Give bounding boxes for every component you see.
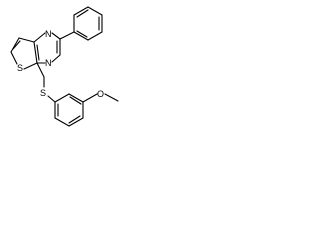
- bond: [54, 117, 70, 127]
- thioether-sulfur-label: S: [40, 88, 46, 98]
- bond: [87, 31, 103, 41]
- bond: [73, 31, 89, 41]
- bond: [18, 37, 35, 43]
- bond: [69, 96, 82, 105]
- bond: [68, 117, 84, 127]
- bond: [54, 93, 70, 103]
- pyrimidine-nitrogen-bottom-label: N: [45, 58, 52, 68]
- bond: [33, 32, 46, 43]
- methoxy-oxygen-label: O: [97, 89, 104, 99]
- bond: [10, 37, 20, 53]
- molecule-structure: S N N S O: [10, 6, 119, 127]
- bond: [12, 40, 21, 50]
- bond: [104, 93, 119, 102]
- bond: [76, 30, 88, 38]
- pyrimidine-nitrogen-top-label: N: [45, 29, 52, 39]
- bond: [23, 62, 38, 70]
- bond: [33, 41, 38, 64]
- bond: [10, 51, 18, 65]
- bond: [51, 54, 61, 63]
- bond: [82, 93, 98, 103]
- bond: [51, 32, 61, 40]
- bond: [36, 62, 45, 78]
- bond: [68, 93, 84, 103]
- bond: [73, 6, 89, 16]
- molecule-canvas: S N N S O: [0, 0, 135, 132]
- thiophene-sulfur-label: S: [17, 63, 23, 73]
- bond: [87, 6, 103, 16]
- bond: [68, 115, 81, 124]
- bond: [36, 44, 40, 61]
- bond: [76, 9, 89, 18]
- bond: [47, 95, 56, 103]
- bond: [59, 31, 75, 40]
